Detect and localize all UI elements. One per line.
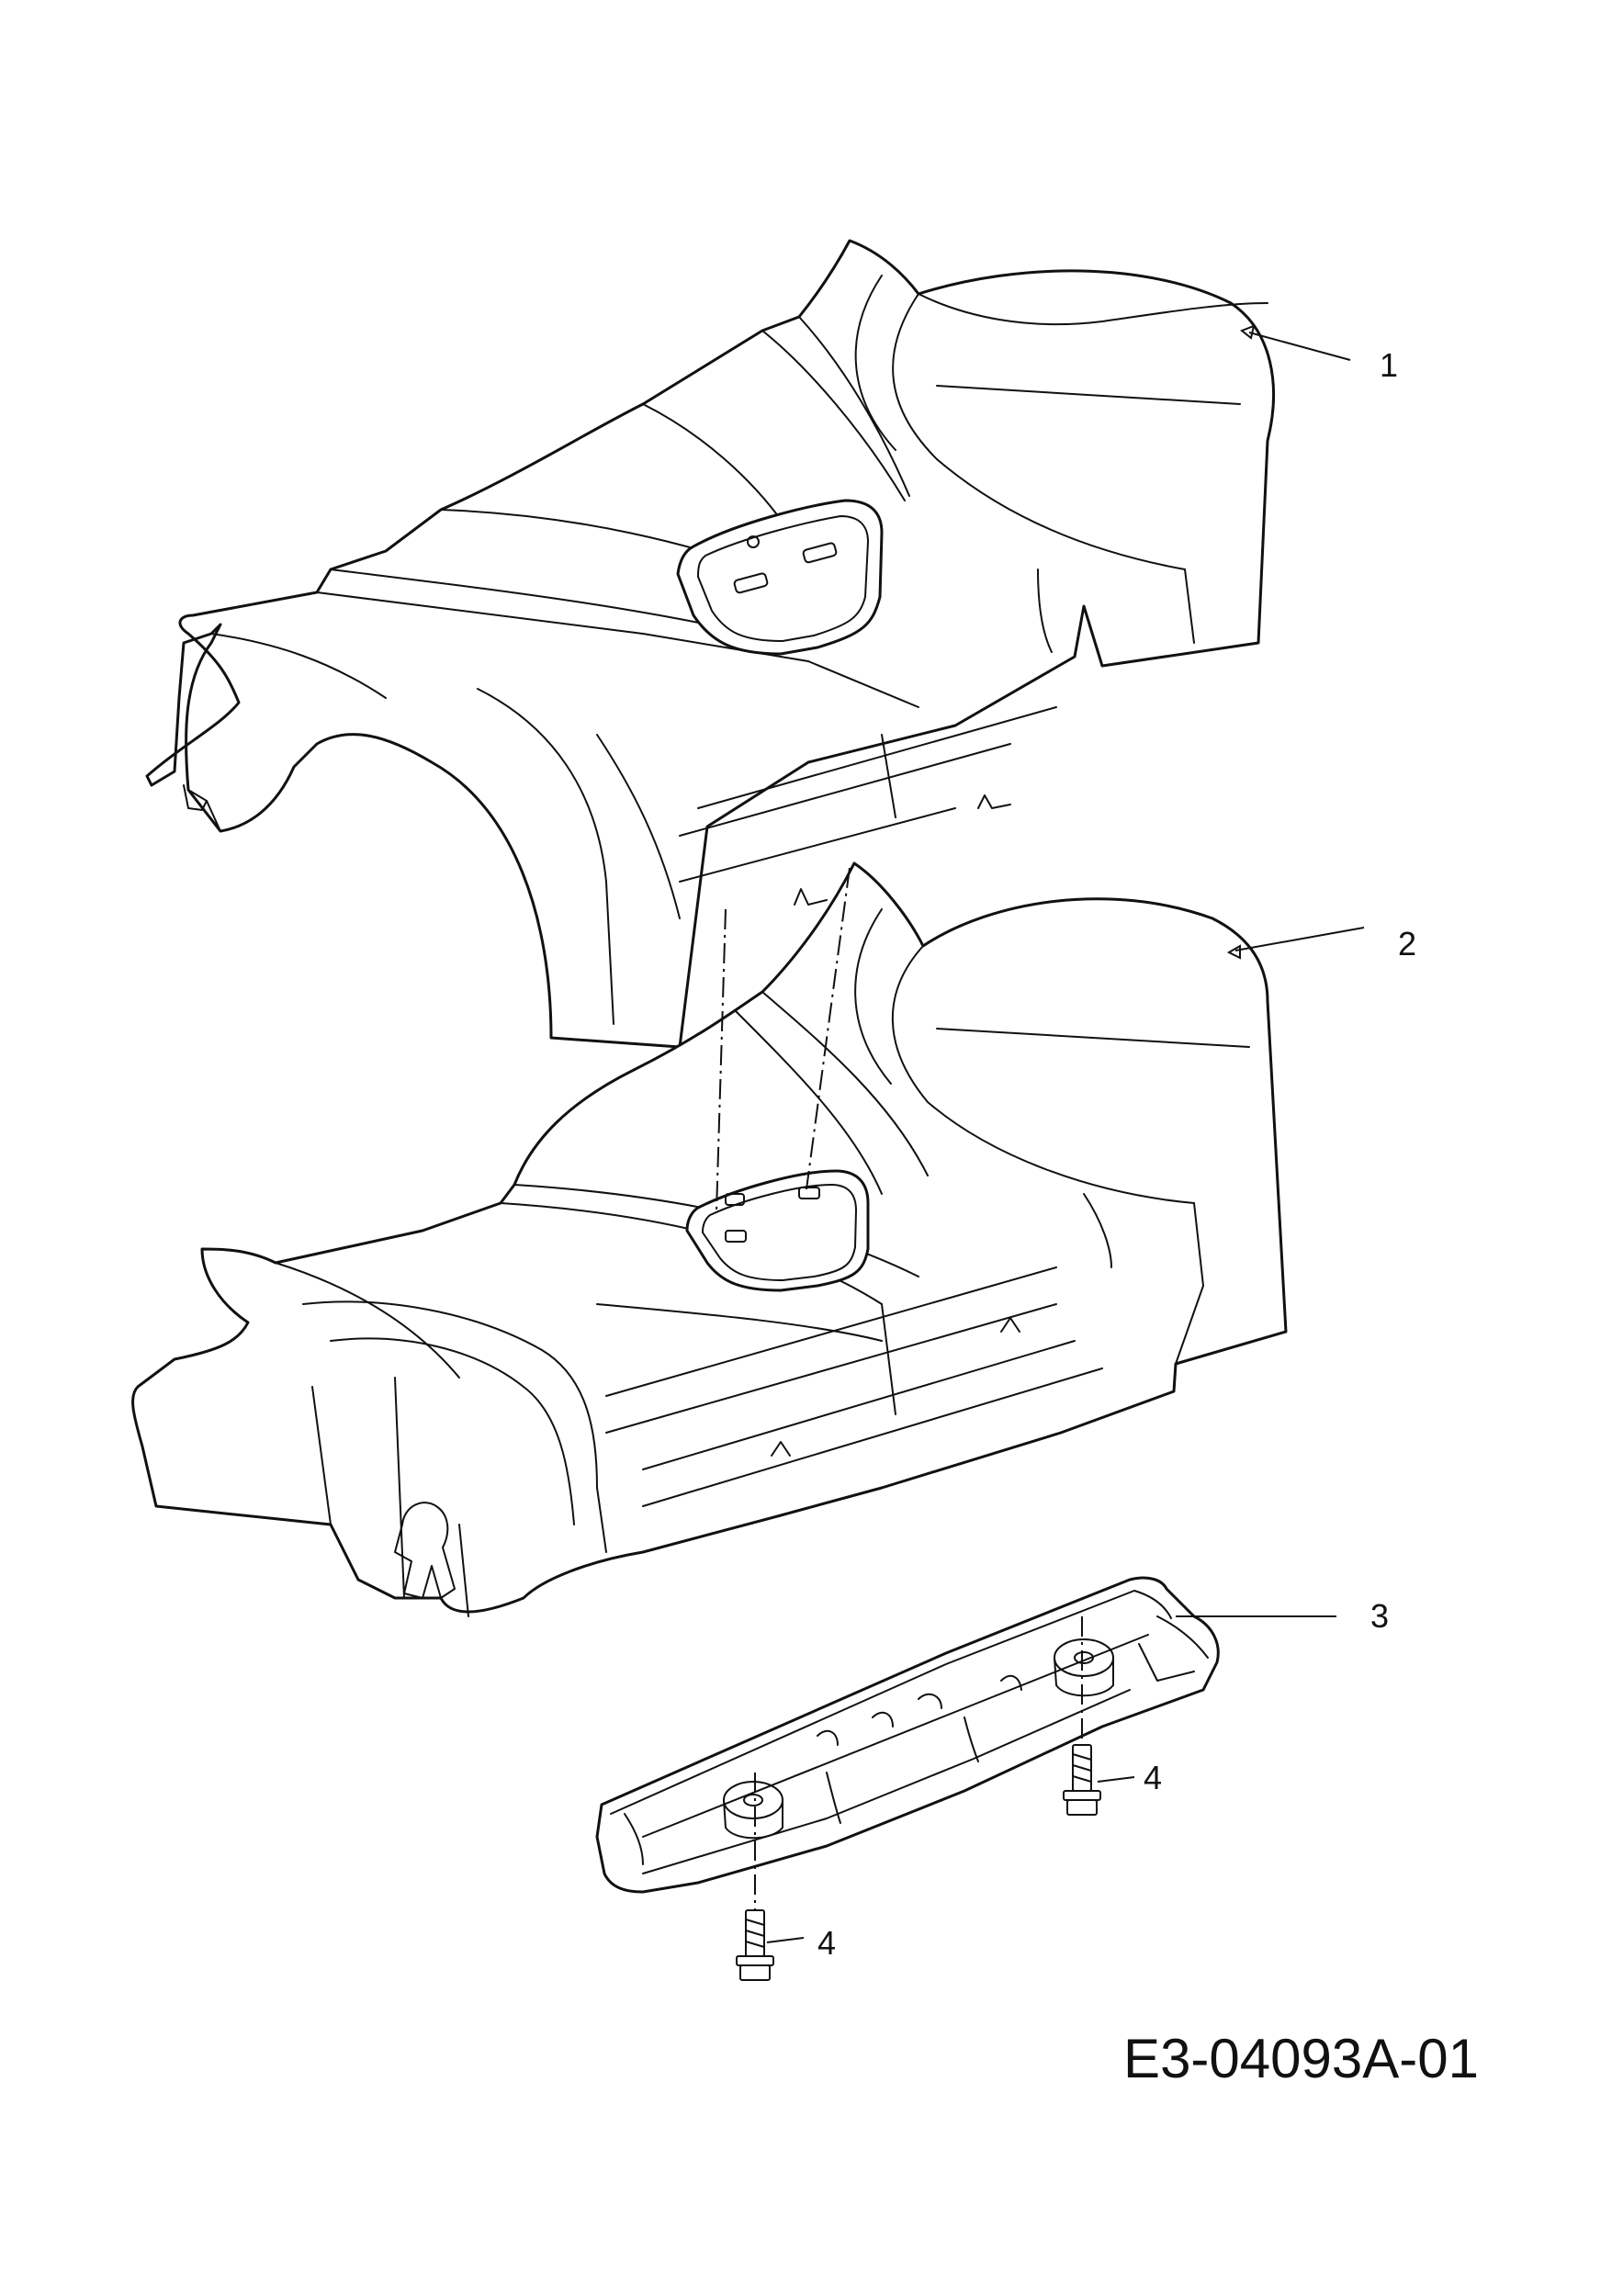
callout-part-4-lower: 4 bbox=[817, 1924, 836, 1962]
callout-part-2: 2 bbox=[1398, 925, 1416, 962]
drawing-code: E3-04093A-01 bbox=[1123, 2028, 1479, 2089]
part-2-lower-cover bbox=[131, 861, 1288, 1617]
part-4-bolt-upper bbox=[1063, 1744, 1101, 1816]
part-1-upper-cover bbox=[145, 239, 1276, 1049]
assembly-lines bbox=[716, 867, 1083, 1910]
part-3-bottom-rail bbox=[595, 1576, 1220, 1894]
leader-lines bbox=[766, 324, 1365, 1943]
callout-part-1: 1 bbox=[1380, 346, 1398, 384]
callout-part-4-upper: 4 bbox=[1144, 1759, 1162, 1796]
part-4-bolt-lower bbox=[736, 1909, 774, 1981]
callout-part-3: 3 bbox=[1370, 1597, 1389, 1635]
